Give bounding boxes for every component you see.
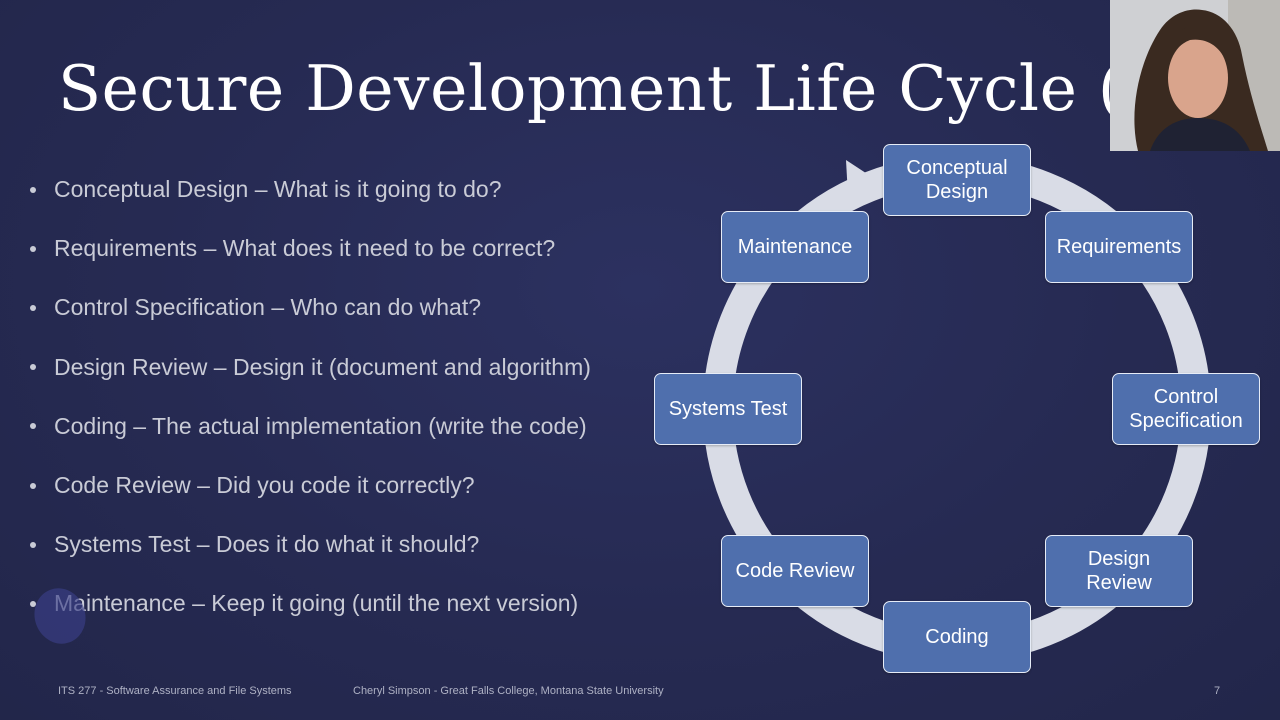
bullet-item: Requirements – What does it need to be c… xyxy=(28,219,591,278)
bullet-dot xyxy=(30,482,36,489)
bullet-text: Conceptual Design – What is it going to … xyxy=(54,176,502,203)
cycle-node-label: Requirements xyxy=(1056,236,1182,258)
bullet-item: Conceptual Design – What is it going to … xyxy=(28,160,591,219)
cycle-node-label: Conceptual Design xyxy=(906,157,1008,203)
bullet-dot xyxy=(30,304,36,311)
bullet-item: Code Review – Did you code it correctly? xyxy=(28,456,591,515)
footer-author: Cheryl Simpson - Great Falls College, Mo… xyxy=(353,685,664,697)
bullet-dot xyxy=(30,541,36,548)
bullet-item: Maintenance – Keep it going (until the n… xyxy=(28,574,591,633)
cycle-node-label: Maintenance xyxy=(737,236,853,258)
bullet-text: Design Review – Design it (document and … xyxy=(54,353,591,380)
bullet-dot xyxy=(30,423,36,430)
cycle-node-design-review: Design Review xyxy=(1045,535,1193,607)
presenter-video-icon xyxy=(1110,0,1280,151)
bullet-text: Systems Test – Does it do what it should… xyxy=(54,531,480,558)
bullet-list: Conceptual Design – What is it going to … xyxy=(28,160,591,634)
cycle-node-control-specification: Control Specification xyxy=(1112,373,1260,445)
footer-page-number: 7 xyxy=(1214,685,1221,697)
cycle-node-label: Code Review xyxy=(735,560,855,582)
bullet-item: Systems Test – Does it do what it should… xyxy=(28,515,591,574)
cycle-node-label: Coding xyxy=(925,626,989,648)
cycle-node-conceptual-design: Conceptual Design xyxy=(883,144,1031,216)
cycle-node-label: Control Specification xyxy=(1129,386,1243,432)
webcam-video-overlay xyxy=(1110,0,1280,151)
cycle-node-code-review: Code Review xyxy=(721,535,869,607)
bullet-dot xyxy=(30,600,36,607)
cycle-arrowhead-icon xyxy=(846,160,878,196)
bullet-text: Code Review – Did you code it correctly? xyxy=(54,472,475,499)
bullet-dot xyxy=(30,364,36,371)
bullet-dot xyxy=(30,245,36,252)
footer-course: ITS 277 - Software Assurance and File Sy… xyxy=(58,685,292,697)
cycle-node-label: Systems Test xyxy=(668,398,788,420)
cycle-node-systems-test: Systems Test xyxy=(654,373,802,445)
bullet-item: Design Review – Design it (document and … xyxy=(28,338,591,397)
cycle-node-maintenance: Maintenance xyxy=(721,211,869,283)
cycle-node-requirements: Requirements xyxy=(1045,211,1193,283)
bullet-item: Control Specification – Who can do what? xyxy=(28,278,591,337)
slide-title: Secure Development Life Cycle (SDLC) xyxy=(58,52,1280,125)
bullet-text: Maintenance – Keep it going (until the n… xyxy=(54,590,579,617)
bullet-item: Coding – The actual implementation (writ… xyxy=(28,397,591,456)
bullet-dot xyxy=(30,186,36,193)
bullet-text: Coding – The actual implementation (writ… xyxy=(54,412,587,439)
cycle-node-label: Design Review xyxy=(1086,548,1152,594)
bullet-text: Control Specification – Who can do what? xyxy=(54,294,482,321)
bullet-text: Requirements – What does it need to be c… xyxy=(54,235,556,262)
cycle-node-coding: Coding xyxy=(883,601,1031,673)
